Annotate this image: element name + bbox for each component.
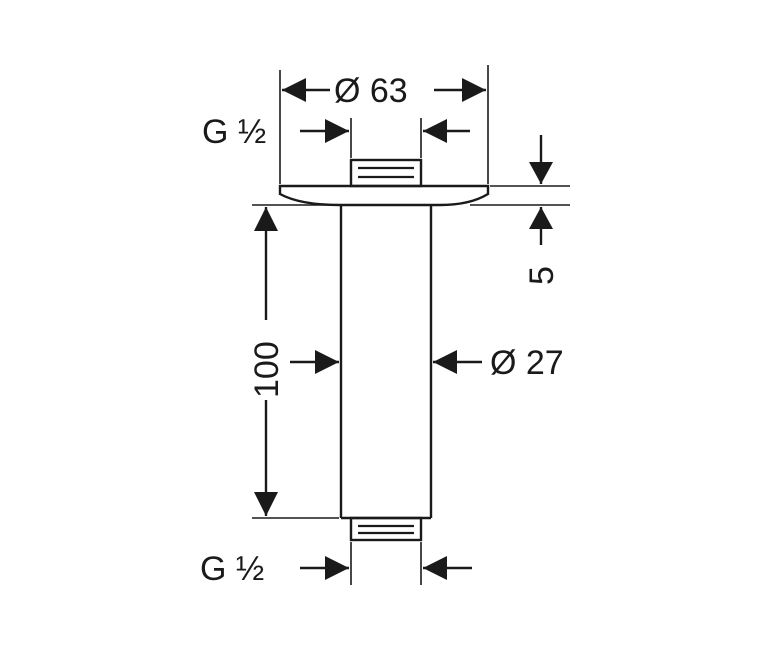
label-plate-height: 5 bbox=[523, 266, 561, 285]
dimension-plate-height: 5 bbox=[470, 135, 570, 285]
label-thread-top: G ½ bbox=[202, 113, 266, 151]
arrow-head bbox=[462, 78, 486, 102]
arrow-head bbox=[254, 207, 278, 231]
label-top-diameter: Ø 63 bbox=[334, 72, 408, 110]
part-outline bbox=[278, 158, 490, 542]
dimension-length: 100 bbox=[248, 204, 339, 519]
dimension-pipe-diameter: Ø 27 bbox=[290, 344, 564, 382]
label-thread-bottom: G ½ bbox=[200, 550, 264, 588]
dimension-top-diameter: Ø 63 bbox=[279, 65, 489, 184]
arrow-head bbox=[423, 119, 447, 143]
arrow-head bbox=[325, 119, 349, 143]
dimension-thread-bottom: G ½ bbox=[200, 542, 472, 588]
arrow-head bbox=[254, 492, 278, 516]
arrow-head bbox=[282, 78, 306, 102]
ceiling-flange bbox=[278, 184, 490, 207]
dimension-thread-top: G ½ bbox=[202, 113, 470, 158]
arrow-head bbox=[315, 350, 339, 374]
label-pipe-diameter: Ø 27 bbox=[490, 344, 564, 382]
arrow-head bbox=[529, 207, 553, 229]
pipe-body bbox=[339, 205, 433, 520]
arrow-head bbox=[325, 556, 349, 580]
label-length: 100 bbox=[248, 341, 286, 398]
top-thread-nipple bbox=[349, 158, 423, 188]
bottom-thread-nipple bbox=[349, 516, 423, 542]
arrow-head bbox=[529, 162, 553, 184]
arrow-head bbox=[423, 556, 447, 580]
arrow-head bbox=[433, 350, 457, 374]
